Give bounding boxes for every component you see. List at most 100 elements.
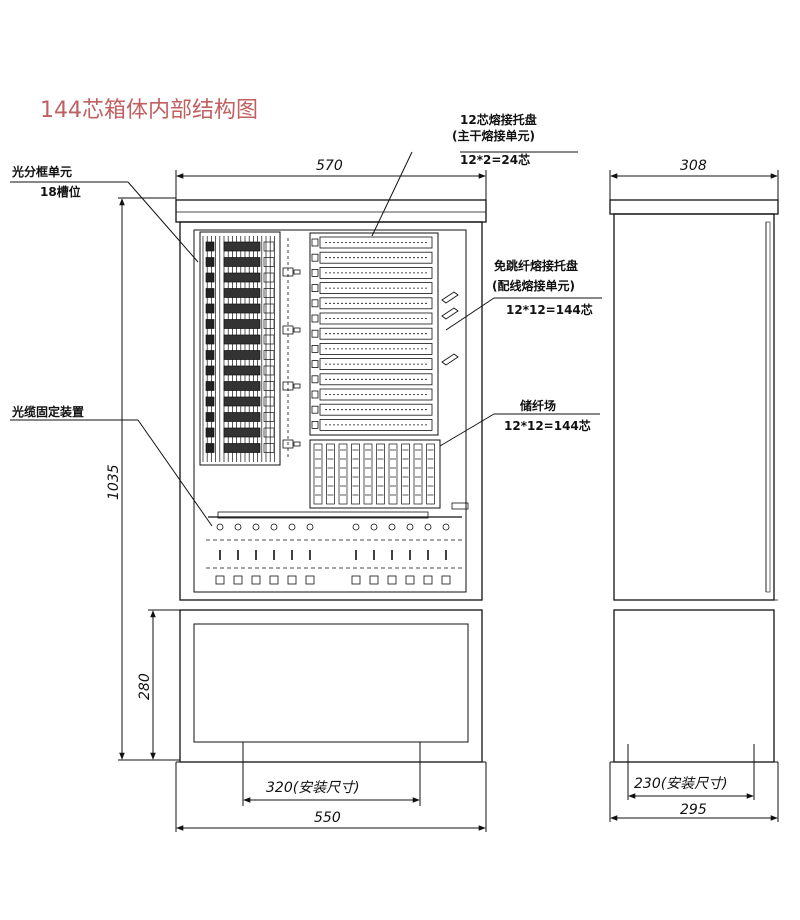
dim-cabinet-height: 1035 — [106, 464, 122, 500]
cable-gland — [351, 575, 361, 585]
cable-gland — [405, 575, 415, 585]
splice-tray — [319, 266, 433, 279]
label-cable-fix: 光缆固定装置 — [11, 404, 84, 419]
cable-clamp — [252, 523, 260, 531]
splice-tray-tab — [311, 390, 319, 399]
dim-side-width: 308 — [680, 158, 707, 174]
diagram-title: 144芯箱体内部结构图 — [40, 98, 258, 123]
splitter-adapter — [223, 381, 261, 391]
label-fiber-storage-count: 12*12=144芯 — [504, 418, 591, 433]
splitter-adapter — [205, 396, 215, 407]
side-base — [613, 609, 775, 763]
splitter-clip — [293, 327, 301, 333]
splice-tray-tab — [311, 238, 319, 247]
splitter-clip — [293, 269, 301, 275]
splitter-adapter — [263, 427, 275, 438]
splitter-adapter — [263, 257, 275, 267]
leader-lines — [10, 151, 602, 527]
splice-tray — [319, 418, 433, 431]
storage-column — [376, 443, 385, 505]
splice-trays-block — [309, 232, 459, 436]
storage-column — [426, 443, 435, 505]
front-base — [179, 609, 483, 763]
splitter-adapter — [223, 365, 261, 376]
cable-clamp — [388, 523, 396, 531]
splice-tray-tab — [311, 360, 319, 369]
cable-clamp — [288, 523, 296, 531]
splice-tray-tab — [311, 375, 319, 384]
splice-tray — [319, 358, 433, 371]
storage-column — [326, 443, 335, 505]
splitter-adapter — [205, 272, 215, 283]
splitter-adapter — [263, 272, 275, 283]
splitter-adapter — [205, 288, 215, 298]
splitter-adapter — [263, 350, 275, 360]
dim-base-front-width: 550 — [314, 810, 341, 826]
cable-gland — [423, 575, 433, 585]
cable-clamp — [406, 523, 414, 531]
fiber-storage-block — [309, 439, 469, 510]
splitter-adapter — [205, 241, 215, 252]
splitter-clip — [293, 441, 301, 447]
splitter-adapter — [205, 350, 215, 360]
splice-tray-tab — [311, 420, 319, 429]
splitter-adapter — [205, 257, 215, 267]
splice-tray — [319, 282, 433, 295]
tray-hook — [441, 291, 459, 304]
front-view — [175, 199, 487, 763]
splitter-adapter — [205, 443, 215, 453]
front-top-cap — [175, 199, 487, 223]
splitter-clip — [282, 381, 294, 391]
splice-tray — [319, 297, 433, 310]
label-splice-tray-main: 12芯熔接托盘 — [460, 112, 537, 127]
splitter-adapter — [205, 427, 215, 438]
cable-clamp — [216, 523, 224, 531]
splitter-clip — [282, 267, 294, 277]
label-splitter-unit-sub: 18槽位 — [40, 184, 81, 199]
label-splice-tray-main-count: 12*2=24芯 — [460, 152, 530, 167]
splice-tray — [319, 373, 433, 386]
storage-column — [388, 443, 398, 505]
splitter-adapter — [223, 257, 261, 267]
splitter-adapter — [223, 412, 261, 422]
label-splice-tray-main-sub: (主干熔接单元) — [452, 128, 535, 143]
splitter-adapter — [205, 334, 215, 345]
label-jump-free-tray-sub: (配线熔接单元) — [492, 278, 575, 293]
splice-tray-tab — [311, 405, 319, 414]
label-fiber-storage: 储纤场 — [520, 398, 556, 413]
dim-front-width: 570 — [316, 158, 343, 174]
splice-tray-tab — [311, 284, 319, 293]
splice-tray — [319, 403, 433, 416]
cable-gland — [287, 575, 297, 585]
side-top-cap — [609, 199, 779, 215]
splice-tray-tab — [311, 314, 319, 323]
splitter-adapter — [263, 396, 275, 407]
splitter-adapter — [205, 303, 215, 314]
front-base-panel — [193, 623, 469, 743]
cable-clamp — [234, 523, 242, 531]
cable-gland — [441, 575, 451, 585]
splitter-adapter — [263, 365, 275, 376]
splitter-clip — [293, 383, 301, 389]
tray-hook — [441, 307, 459, 320]
cable-clamp — [306, 523, 314, 531]
splice-tray-tab — [311, 329, 319, 338]
splitter-adapter — [223, 443, 261, 453]
splice-tray-tab — [311, 299, 319, 308]
splitter-adapter — [223, 241, 261, 252]
cable-gland — [269, 575, 279, 585]
splitter-adapter — [205, 319, 215, 329]
cable-clamp — [352, 523, 360, 531]
front-interior-frame — [193, 229, 467, 593]
storage-column — [401, 443, 410, 505]
splitter-adapter — [263, 319, 275, 329]
splice-tray — [319, 342, 433, 355]
splitter-adapter — [205, 365, 215, 376]
cable-clamp — [424, 523, 432, 531]
label-jump-free-tray-count: 12*12=144芯 — [506, 302, 593, 317]
storage-column — [338, 443, 348, 505]
tray-hook — [441, 353, 459, 366]
dim-install-front: 320(安装尺寸) — [266, 780, 360, 796]
splitter-adapter — [263, 412, 275, 422]
